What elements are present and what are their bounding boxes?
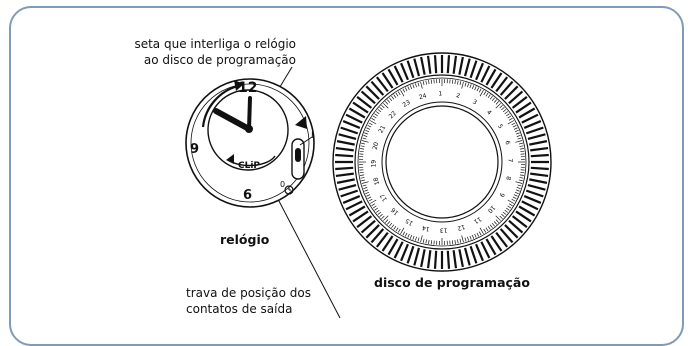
- lock-note-line2: contatos de saída: [186, 301, 311, 317]
- arrow-note: seta que interliga o relógio ao disco de…: [100, 36, 296, 68]
- disc-tappet: [531, 155, 549, 156]
- disc-hour-label: 1: [438, 90, 442, 97]
- disc-hour-label: 13: [440, 226, 448, 233]
- disc-caption: disco de programação: [374, 275, 530, 290]
- clock-numeral-12: 12: [238, 80, 257, 96]
- hands-pivot: [245, 125, 253, 133]
- disc-tappet: [335, 168, 353, 169]
- switch-on-mark: I: [311, 128, 314, 144]
- disc-hour-label: 7: [506, 158, 513, 162]
- disc-hour-label: 19: [370, 160, 377, 168]
- lock-note: trava de posição dos contatos de saída: [186, 285, 311, 317]
- disc-tappet: [448, 55, 449, 73]
- disc-tappet: [531, 168, 549, 169]
- arrow-note-line1: seta que interliga o relógio: [100, 36, 296, 52]
- disc-tappet: [448, 251, 449, 269]
- clock-caption: relógio: [220, 232, 269, 247]
- disc-tappet: [435, 55, 436, 73]
- clock-brand-logo: CLiP: [238, 158, 260, 174]
- clock-numeral-9: 9: [190, 142, 199, 158]
- switch-off-mark: 0: [280, 177, 285, 193]
- clock-numeral-6: 6: [243, 188, 252, 204]
- output-switch-knob: [295, 148, 301, 162]
- lock-note-line1: trava de posição dos: [186, 285, 311, 301]
- minute-hand: [249, 98, 250, 129]
- disc-tappet: [435, 251, 436, 269]
- arrow-note-line2: ao disco de programação: [100, 52, 296, 68]
- disc-tappet: [335, 155, 353, 156]
